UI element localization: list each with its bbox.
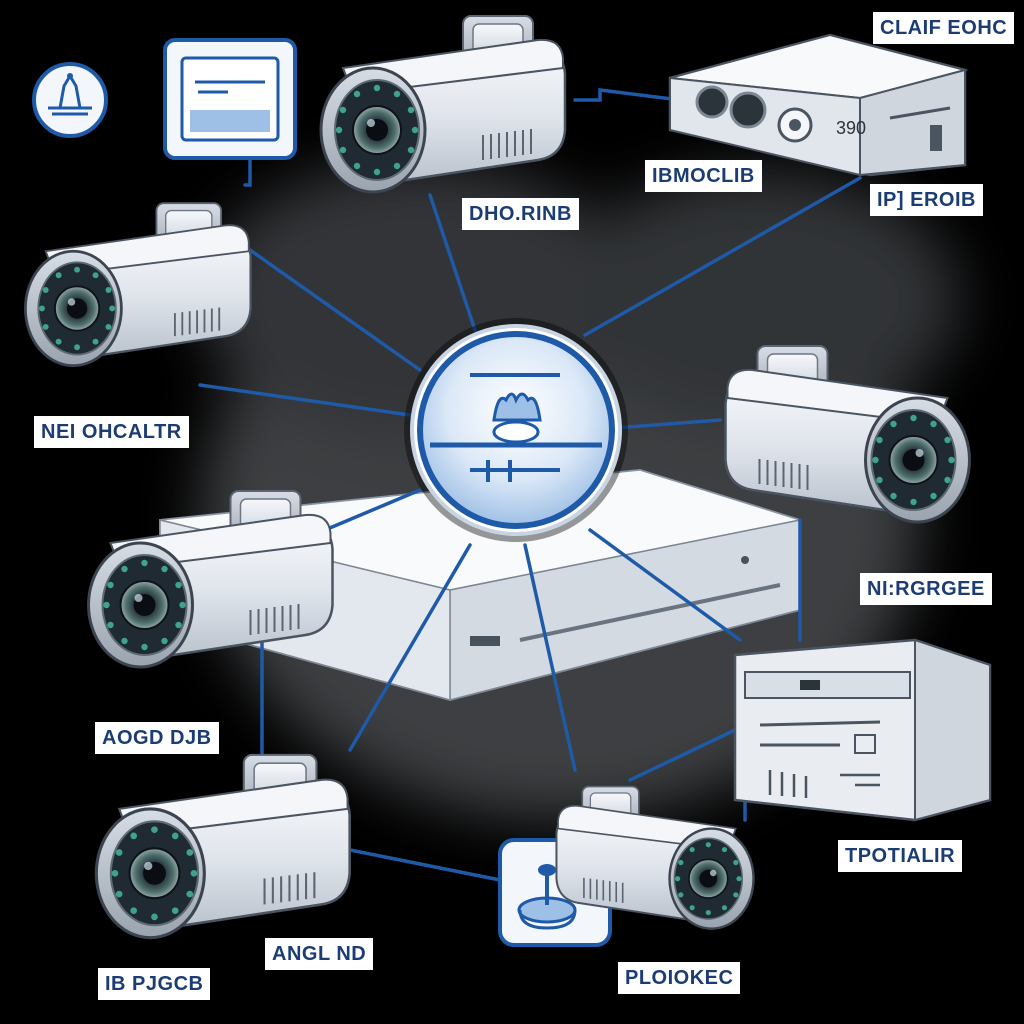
camera-right-mid-label: NI:RGRGEE — [860, 573, 992, 605]
cctv-camera-icon — [94, 753, 352, 940]
camera-bottom-left-label-b: IB PJGCB — [98, 968, 211, 1000]
camera-bottom-left-label-a: ANGL ND — [265, 938, 374, 970]
router-icon — [20, 62, 120, 140]
camera-bottom-label: PLOIOKEC — [618, 962, 741, 994]
dvr-right-label: IP] EROIB — [870, 184, 983, 216]
dvr-box-icon: 390 — [668, 33, 969, 177]
camera-left-mid-label: AOGD DJB — [95, 722, 219, 754]
camera-left-top-label: NEI OHCALTR — [34, 416, 189, 448]
cctv-camera-icon — [319, 14, 567, 194]
server-label: TPOTIALIR — [838, 840, 963, 872]
connection-lines — [163, 88, 862, 882]
storage-server-icon — [733, 638, 992, 822]
monitor-icon — [163, 38, 297, 160]
network-hub-icon — [404, 318, 628, 542]
camera-top-label: DHO.RINB — [462, 198, 579, 230]
dvr-left-label: IBMOCLIB — [645, 160, 762, 192]
title-label: CLAIF EOHC — [873, 12, 1015, 44]
dvr-display-readout: 390 — [836, 118, 866, 138]
